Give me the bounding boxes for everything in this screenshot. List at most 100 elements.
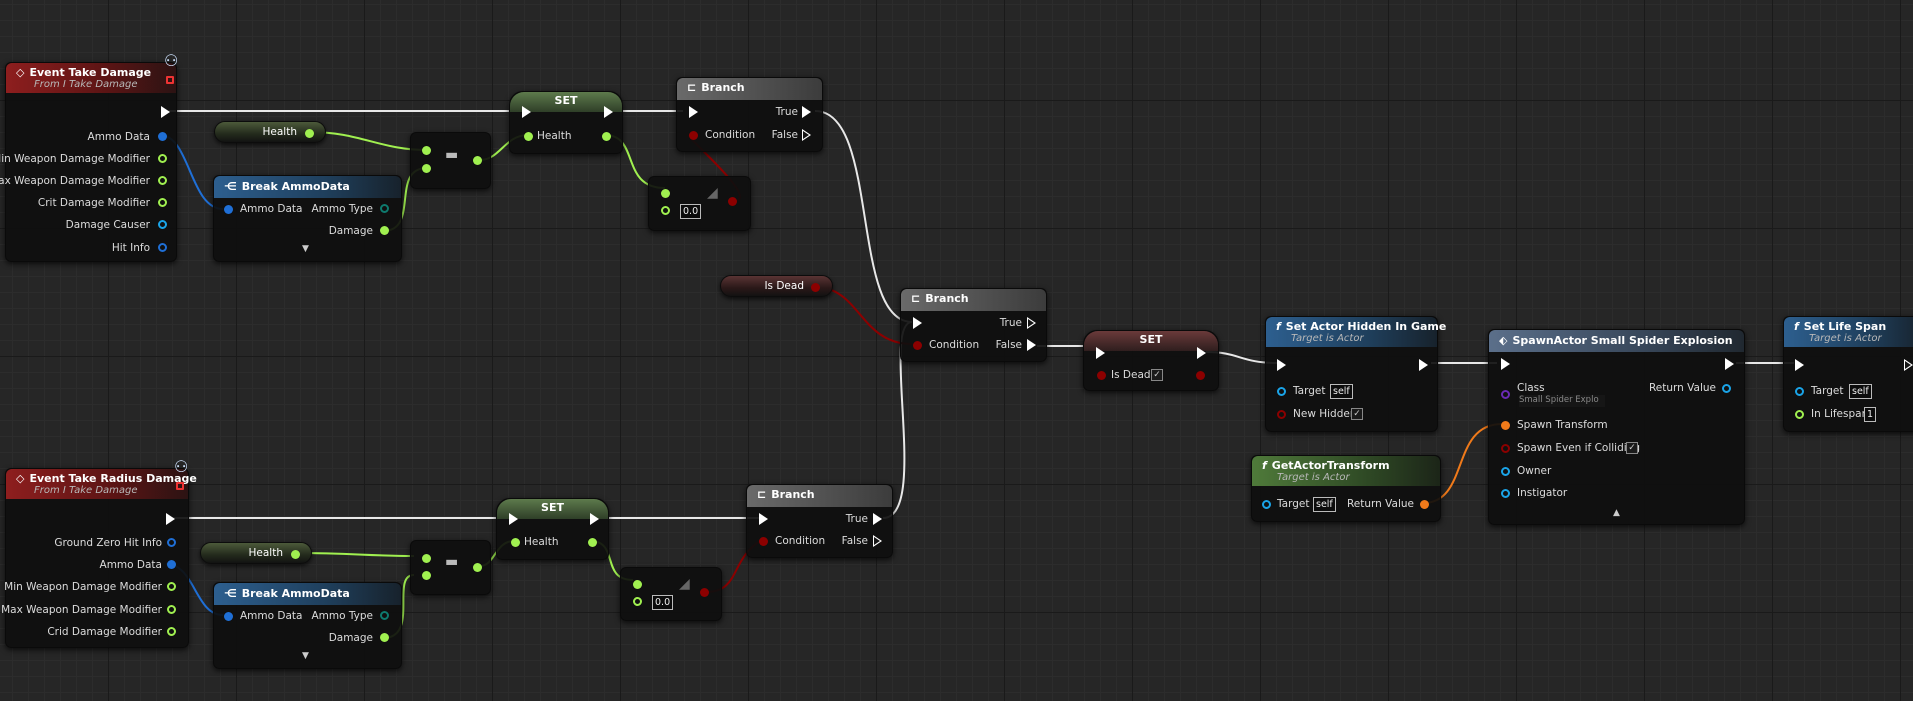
- object-in-pin[interactable]: [1795, 387, 1804, 396]
- exec-out-pin[interactable]: [590, 513, 599, 525]
- target-self-field[interactable]: self: [1313, 497, 1336, 512]
- health-getter-node[interactable]: Health: [200, 542, 312, 564]
- float-out-pin[interactable]: [588, 538, 597, 547]
- struct-pin[interactable]: [158, 243, 167, 252]
- spawn-actor-node[interactable]: ⬖SpawnActor Small Spider Explosion Class…: [1488, 329, 1745, 525]
- expand-arrow-icon[interactable]: ▼: [302, 651, 309, 661]
- checkbox-icon[interactable]: ✓: [1351, 408, 1363, 420]
- exec-in-pin[interactable]: [1096, 347, 1105, 359]
- object-in-pin[interactable]: [1277, 387, 1286, 396]
- float-pin[interactable]: [167, 582, 176, 591]
- exec-in-pin[interactable]: [689, 106, 698, 118]
- float-out-pin[interactable]: [602, 132, 611, 141]
- exec-true-pin[interactable]: [802, 106, 811, 118]
- float-out-pin[interactable]: [473, 563, 482, 572]
- isdead-getter-node[interactable]: Is Dead: [720, 275, 833, 297]
- exec-in-pin[interactable]: [522, 106, 531, 118]
- exec-in-pin[interactable]: [1795, 359, 1804, 371]
- break-ammodata-node[interactable]: ⋲Break AmmoData Ammo Data Ammo Type Dama…: [213, 582, 402, 669]
- bool-in-pin[interactable]: [1277, 410, 1286, 419]
- object-in-pin[interactable]: [1501, 467, 1510, 476]
- exec-false-pin[interactable]: [802, 129, 811, 141]
- target-self-field[interactable]: self: [1849, 384, 1872, 399]
- struct-pin[interactable]: [158, 132, 167, 141]
- float-in-pin[interactable]: [422, 554, 431, 563]
- exec-out-pin[interactable]: [1419, 359, 1428, 371]
- event-take-damage-node[interactable]: ◇Event Take Damage From I Take Damage ⚇ …: [0, 51, 178, 262]
- set-health-node[interactable]: SET Health: [509, 91, 623, 154]
- exec-in-pin[interactable]: [509, 513, 518, 525]
- bool-in-pin[interactable]: [913, 341, 922, 350]
- exec-false-pin[interactable]: [1027, 339, 1036, 351]
- struct-pin[interactable]: [167, 538, 176, 547]
- byte-out-pin[interactable]: [380, 204, 389, 213]
- bool-out-pin[interactable]: [811, 283, 820, 292]
- event-take-radius-damage-node[interactable]: ◇Event Take Radius Damage From I Take Da…: [1, 457, 197, 648]
- exec-in-pin[interactable]: [759, 513, 768, 525]
- delegate-pin[interactable]: [166, 76, 174, 84]
- float-pin[interactable]: [158, 198, 167, 207]
- object-in-pin[interactable]: [1501, 489, 1510, 498]
- class-in-pin[interactable]: [1501, 390, 1510, 399]
- float-out-pin[interactable]: [380, 226, 389, 235]
- checkbox-icon[interactable]: ✓: [1151, 369, 1163, 381]
- exec-true-pin[interactable]: [873, 513, 882, 525]
- bool-in-pin[interactable]: [1501, 444, 1510, 453]
- float-in-pin[interactable]: [422, 164, 431, 173]
- expand-arrow-icon[interactable]: ▼: [302, 244, 309, 254]
- object-pin[interactable]: [158, 220, 167, 229]
- subtract-node[interactable]: ▬: [410, 132, 491, 189]
- target-self-field[interactable]: self: [1330, 384, 1353, 399]
- float-in-pin[interactable]: [633, 580, 642, 589]
- float-in-pin[interactable]: [511, 538, 520, 547]
- exec-out-pin[interactable]: [1725, 358, 1734, 370]
- exec-out-pin[interactable]: [161, 106, 170, 118]
- struct-in-pin[interactable]: [224, 612, 233, 621]
- break-ammodata-node[interactable]: ⋲Break AmmoData Ammo Data Ammo Type Dama…: [213, 175, 402, 262]
- exec-out-pin[interactable]: [1904, 359, 1913, 371]
- set-isdead-node[interactable]: SET Is Dead ✓: [1083, 330, 1219, 391]
- bool-out-pin[interactable]: [700, 588, 709, 597]
- struct-pin[interactable]: [167, 560, 176, 569]
- transform-in-pin[interactable]: [1501, 421, 1510, 430]
- byte-out-pin[interactable]: [380, 611, 389, 620]
- float-out-pin[interactable]: [473, 156, 482, 165]
- exec-out-pin[interactable]: [604, 106, 613, 118]
- float-default-field[interactable]: 0.0: [680, 204, 702, 219]
- less-equal-node[interactable]: 0.0 ◢: [620, 567, 722, 621]
- class-select[interactable]: Small Spider Explo: [1519, 395, 1605, 407]
- float-in-pin[interactable]: [422, 146, 431, 155]
- float-pin[interactable]: [167, 627, 176, 636]
- exec-out-pin[interactable]: [1197, 347, 1206, 359]
- float-out-pin[interactable]: [380, 633, 389, 642]
- bool-in-pin[interactable]: [689, 131, 698, 140]
- branch-node[interactable]: ⊏Branch True Condition False: [676, 77, 823, 152]
- float-out-pin[interactable]: [291, 550, 300, 559]
- set-health-node[interactable]: SET Health: [496, 498, 609, 560]
- subtract-node[interactable]: ▬: [410, 540, 491, 595]
- lifespan-field[interactable]: 1: [1864, 407, 1877, 422]
- delegate-pin[interactable]: [176, 482, 184, 490]
- branch-node[interactable]: ⊏Branch True Condition False: [746, 484, 893, 558]
- bool-out-pin[interactable]: [728, 197, 737, 206]
- float-pin[interactable]: [158, 154, 167, 163]
- float-in-pin[interactable]: [633, 597, 642, 606]
- float-pin[interactable]: [158, 176, 167, 185]
- float-in-pin[interactable]: [422, 571, 431, 580]
- struct-in-pin[interactable]: [224, 205, 233, 214]
- float-pin[interactable]: [167, 605, 176, 614]
- exec-true-pin[interactable]: [1027, 317, 1036, 329]
- branch-node[interactable]: ⊏Branch True Condition False: [900, 288, 1047, 362]
- exec-in-pin[interactable]: [913, 317, 922, 329]
- checkbox-icon[interactable]: ✓: [1626, 442, 1638, 454]
- float-in-pin[interactable]: [1795, 410, 1804, 419]
- float-in-pin[interactable]: [661, 189, 670, 198]
- exec-in-pin[interactable]: [1501, 358, 1510, 370]
- float-out-pin[interactable]: [305, 129, 314, 138]
- exec-out-pin[interactable]: [166, 513, 175, 525]
- bool-in-pin[interactable]: [1097, 371, 1106, 380]
- bool-in-pin[interactable]: [759, 537, 768, 546]
